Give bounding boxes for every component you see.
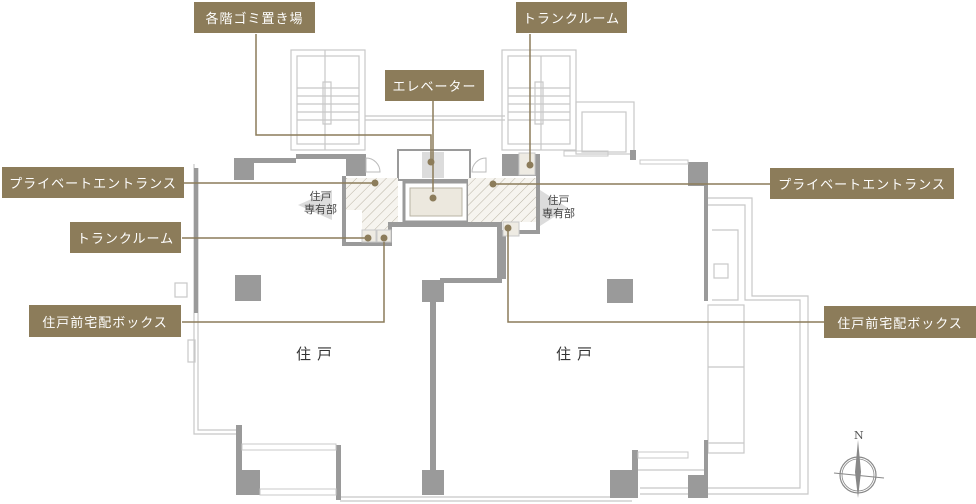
- unit-left-label: 住戸: [296, 345, 339, 363]
- leader-dots: [364, 158, 534, 242]
- elevator-core: [397, 149, 471, 224]
- staircase-right: [501, 49, 635, 155]
- private-entrance-left-area: [346, 178, 398, 230]
- private-area-right-label: 住戸 専有部: [542, 194, 575, 220]
- private-entrance-right-area: [468, 178, 536, 222]
- callout-delivery-box-right: 住戸前宅配ボックス: [824, 306, 976, 338]
- walls: [194, 150, 708, 500]
- building-outline: [174, 164, 809, 502]
- callout-private-entrance-right: プライベートエントランス: [770, 168, 954, 199]
- private-area-arrow-left: [298, 190, 332, 220]
- callout-trunk-room-left: トランクルーム: [70, 222, 181, 253]
- private-area-arrow-right: [540, 190, 568, 226]
- callout-delivery-box-left: 住戸前宅配ボックス: [29, 305, 181, 337]
- unit-right-label: 住戸: [556, 345, 599, 363]
- callout-private-entrance-left: プライベートエントランス: [2, 167, 184, 198]
- compass-north-label: N: [854, 429, 864, 442]
- callout-garbage: 各階ゴミ置き場: [194, 2, 315, 33]
- callout-elevator: エレベーター: [385, 70, 484, 101]
- compass-icon: [833, 440, 885, 498]
- staircase-left: [290, 49, 505, 151]
- callout-trunk-room-top: トランクルーム: [516, 2, 627, 33]
- private-area-left-label: 住戸 専有部: [304, 190, 337, 216]
- leader-lines: [182, 34, 828, 323]
